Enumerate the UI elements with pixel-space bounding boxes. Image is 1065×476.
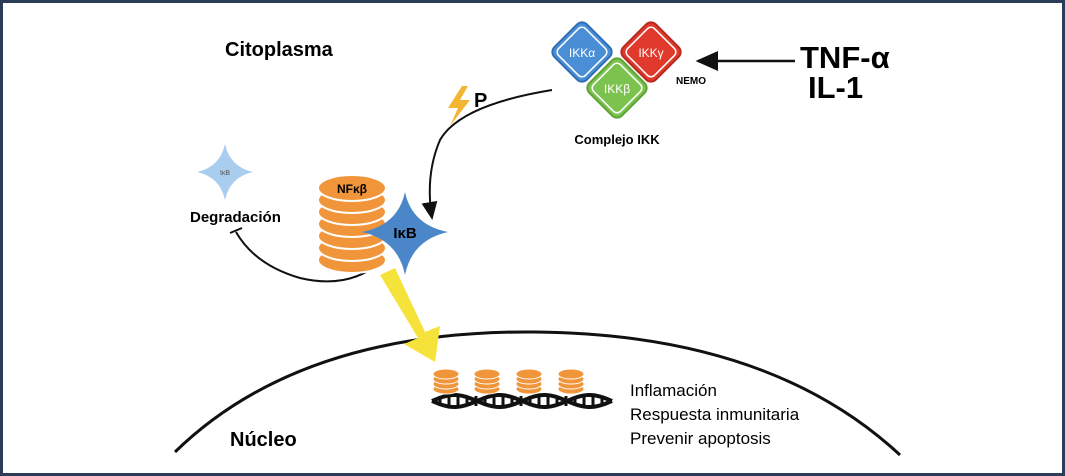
nfkb-disc: [432, 368, 460, 380]
ikk-alpha-diamond: [551, 21, 613, 83]
degradation-bar: [229, 227, 243, 234]
lightning-icon: [448, 86, 470, 126]
nfkb-stack: [317, 174, 387, 274]
nfkb-disc: [473, 368, 501, 380]
outcome-item: Inflamación: [630, 381, 717, 400]
tnf-alpha-label: TNF-α: [800, 40, 890, 75]
degradation-arrow: [235, 231, 384, 283]
nucleus-label: Núcleo: [230, 429, 297, 451]
nfkb-bound-stacks: [432, 368, 585, 395]
ikk-gamma-diamond: [620, 21, 682, 83]
ikb-label: IκB: [393, 225, 417, 242]
ikk-beta-label: IKKβ: [604, 82, 630, 96]
ikk-gamma-label: IKKγ: [638, 46, 663, 60]
degradation-label: Degradación: [190, 209, 281, 226]
nfkb-disc: [515, 368, 543, 380]
degraded-ikb-star: [197, 144, 253, 200]
nfkb-disc: [557, 368, 585, 380]
ikk-complex: IKKα IKKγ IKKβ NEMO Complejo IKK: [551, 21, 706, 147]
cytoplasm-label: Citoplasma: [225, 39, 334, 61]
nfkb-pathway-diagram: Citoplasma Núcleo IKKα IKKγ IKKβ NEMO Co…: [173, 21, 902, 457]
outcome-list: Inflamación Respuesta inmunitaria Preven…: [630, 381, 800, 448]
ikk-beta-diamond: [586, 57, 648, 119]
ikb-star: [362, 192, 448, 275]
dna-icon: [431, 393, 613, 409]
outcome-item: Respuesta inmunitaria: [630, 405, 800, 424]
nfkb-disc: [317, 174, 387, 202]
ikk-complex-label: Complejo IKK: [574, 132, 660, 147]
nuclear-membrane: [173, 330, 902, 457]
nemo-label: NEMO: [676, 76, 706, 87]
outcome-item: Prevenir apoptosis: [630, 429, 771, 448]
nfkb-label: NFκβ: [337, 182, 367, 196]
ikk-alpha-label: IKKα: [569, 46, 595, 60]
translocation-arrow: [380, 268, 440, 362]
phosphorylation-arrow: [421, 89, 553, 220]
degraded-ikb-label: IκB: [220, 170, 230, 177]
il1-label: IL-1: [808, 70, 863, 105]
